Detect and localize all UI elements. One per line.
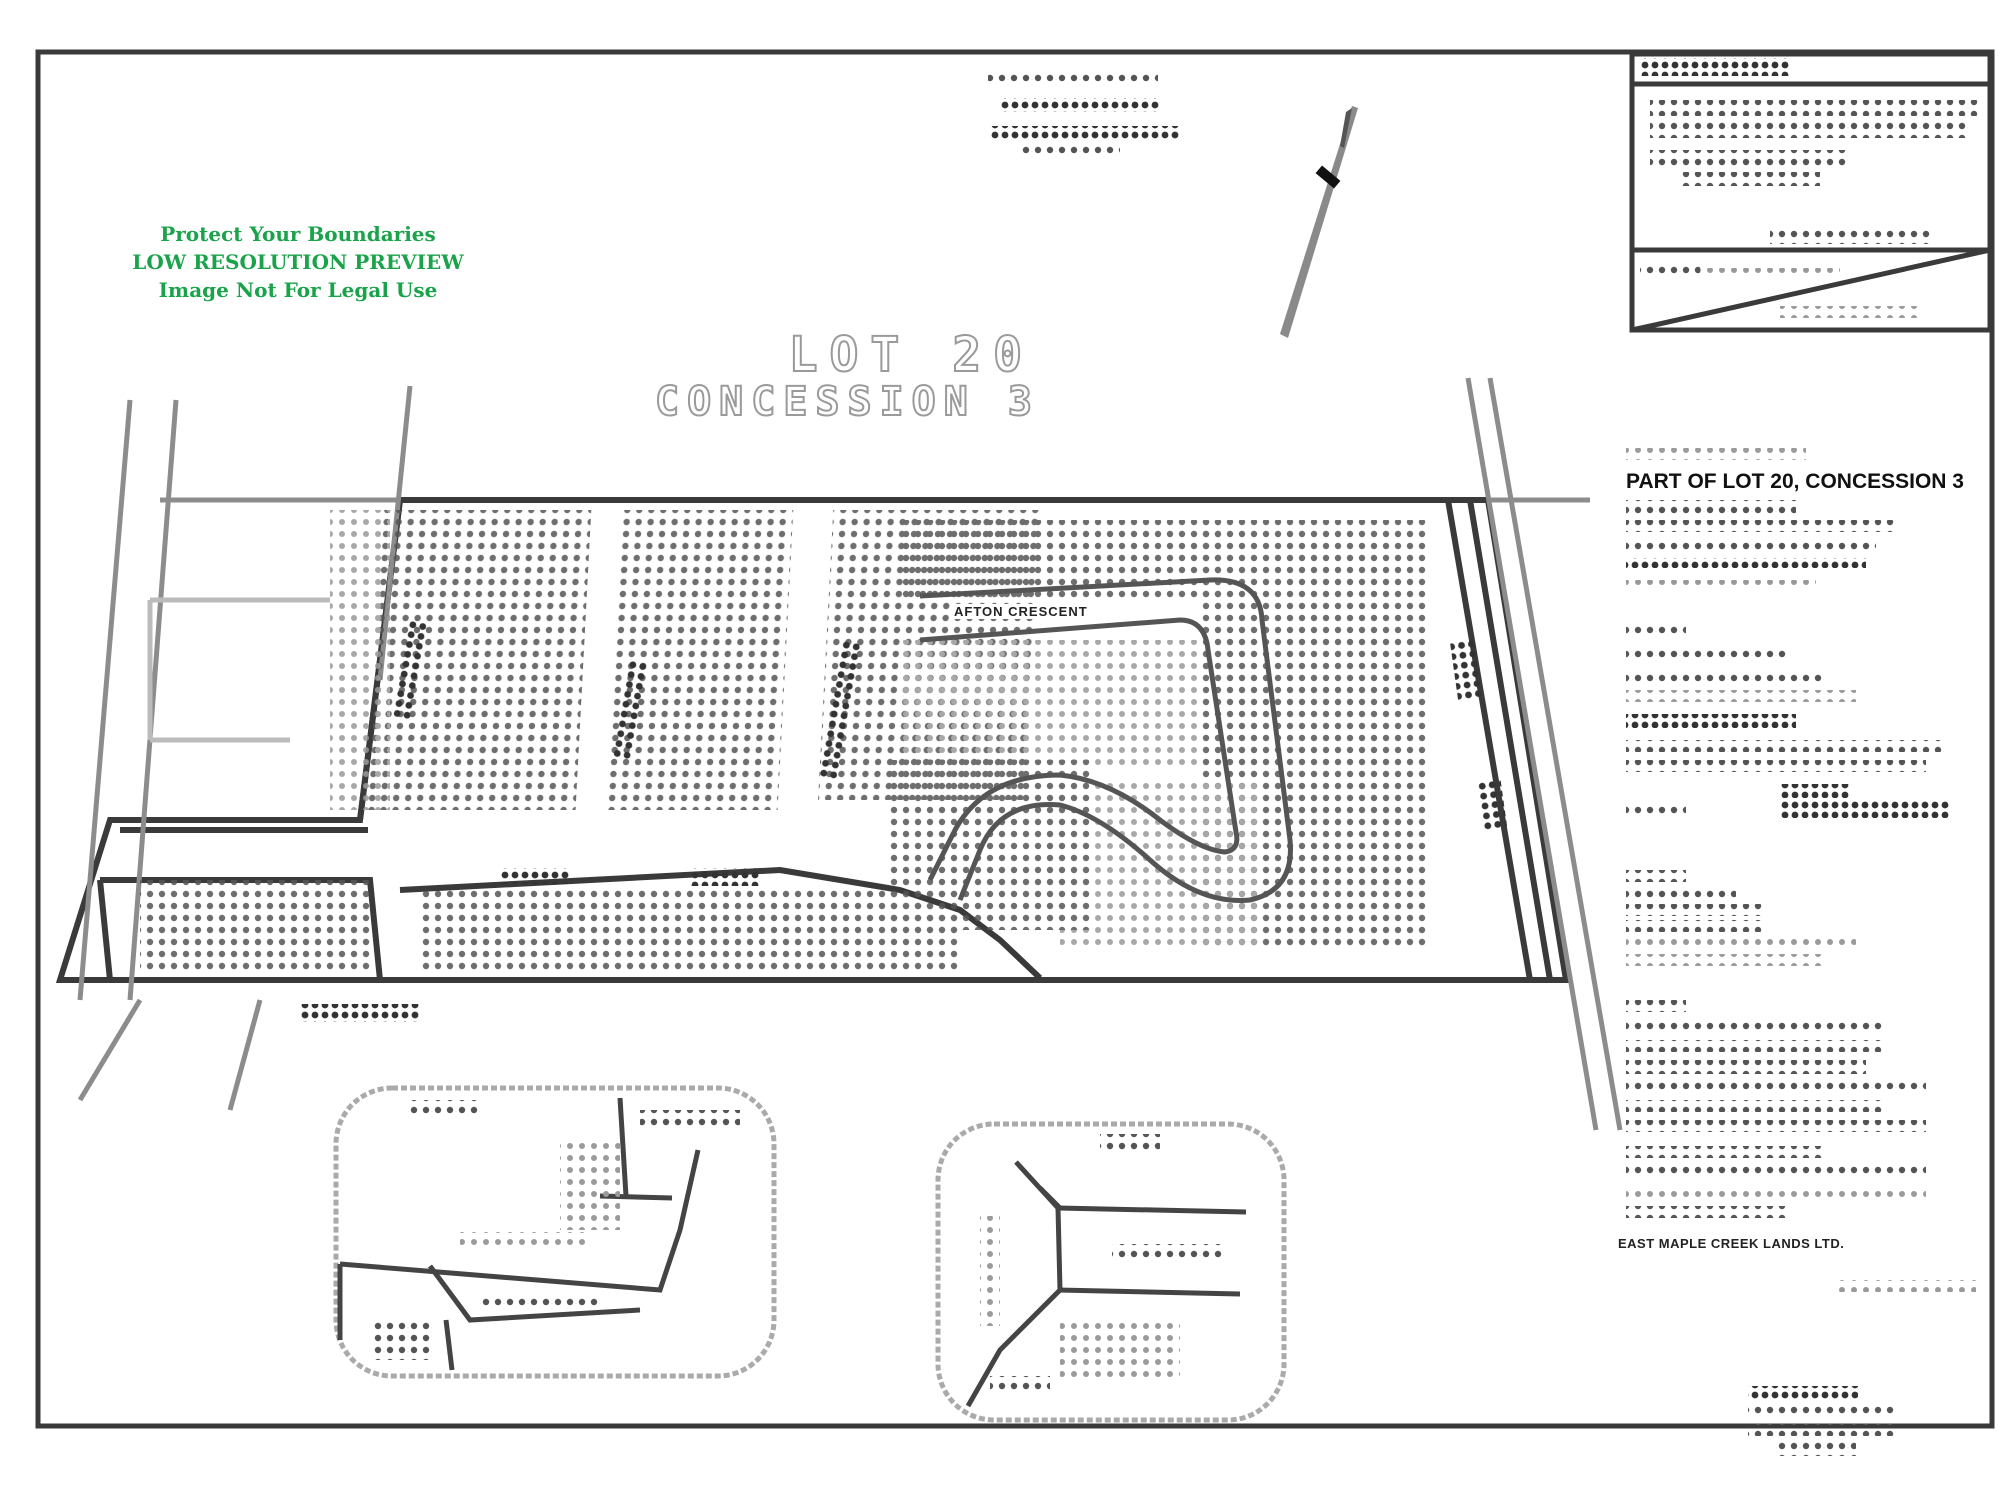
lot-blocks [140,510,1430,970]
title-block-text-blur [1640,58,1980,318]
street-bars [300,619,1508,1022]
title-block-top [1629,51,1993,333]
inset-plan-left [333,1085,777,1379]
watermark-line-3: Image Not For Legal Use [158,278,438,302]
lot-label: LOT 20 [788,327,1034,383]
company-name: EAST MAPLE CREEK LANDS LTD. [1618,1236,1845,1251]
lot-concession-label: LOT 20 CONCESSION 3 [640,327,1040,425]
inset-plan-right [935,1121,1287,1423]
watermark-line-1: Protect Your Boundaries [160,222,436,246]
crescent-road [919,577,1293,903]
street-label-afton: AFTON CRESCENT [950,604,1092,619]
preview-watermark: Protect Your Boundaries LOW RESOLUTION P… [108,220,488,304]
sheet-border [35,49,1995,1429]
north-arrow-icon [1280,106,1358,338]
concession-label: CONCESSION 3 [654,379,1040,425]
road-lines [77,377,1623,1131]
title-block-right-blur [1626,448,1976,1456]
top-notes-blur [988,74,1180,158]
plan-title-heading: PART OF LOT 20, CONCESSION 3 [1626,470,1964,493]
watermark-line-2: LOW RESOLUTION PREVIEW [132,250,464,274]
